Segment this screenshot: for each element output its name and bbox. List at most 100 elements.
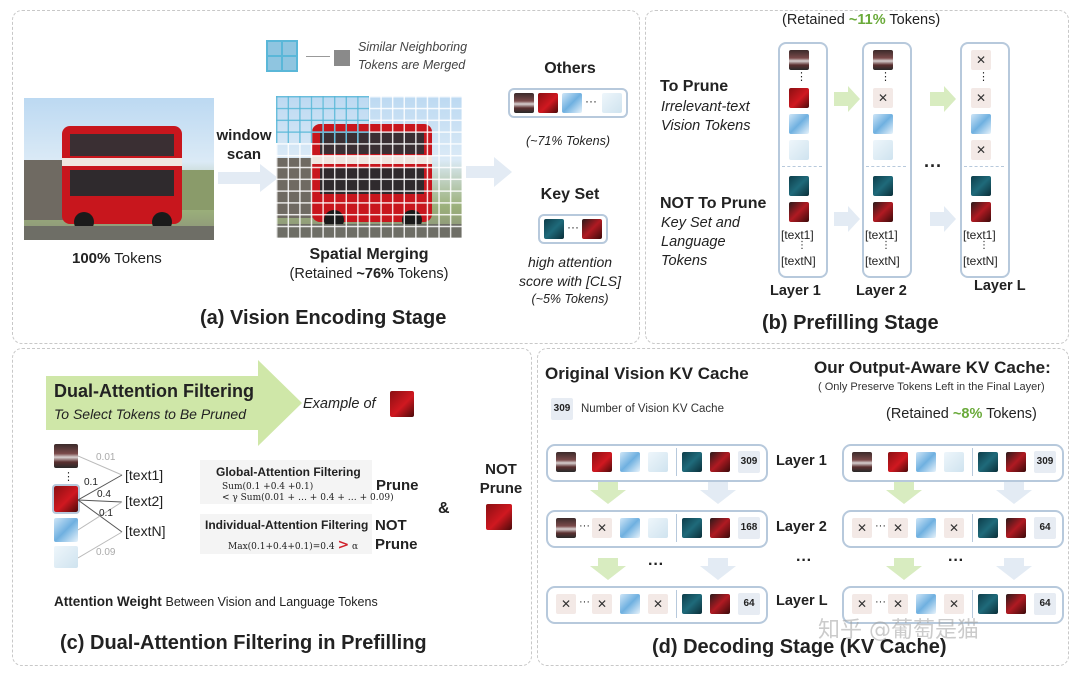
l1-divider xyxy=(782,166,822,167)
and-symbol: & xyxy=(438,500,450,517)
x-icon: ✕ xyxy=(975,143,987,157)
keyset-pct: (~5% Tokens) xyxy=(531,292,609,306)
d-token-pruned: ✕ xyxy=(852,518,872,538)
d-separator xyxy=(972,514,973,542)
d-token xyxy=(1006,518,1026,538)
x-icon: ✕ xyxy=(596,597,608,611)
l1-vdots: ⋮ xyxy=(796,71,807,83)
others-token-pale xyxy=(602,93,622,113)
panel-d-title: (d) Decoding Stage (KV Cache) xyxy=(652,636,947,658)
others-ellipsis: ··· xyxy=(585,94,597,108)
d-token xyxy=(944,452,964,472)
l2-token-sign2 xyxy=(873,202,893,222)
l1-token-sky xyxy=(789,114,809,134)
d-token-pruned: ✕ xyxy=(592,518,612,538)
d-orig-ellipsis: ··· xyxy=(648,556,664,573)
c-token-bus xyxy=(54,444,78,468)
x-icon: ✕ xyxy=(856,597,868,611)
d-ours-arrows-2 xyxy=(886,558,1032,580)
panel-d-frame xyxy=(537,348,1069,666)
merge-legend-grid-icon xyxy=(266,40,298,72)
d-layer1-label: Layer 1 xyxy=(776,453,827,469)
d-token xyxy=(710,518,730,538)
merge-legend-gray-icon xyxy=(334,50,350,66)
weight-01a: 0.1 xyxy=(84,477,98,488)
layer2-column xyxy=(862,42,912,278)
d-token xyxy=(682,594,702,614)
greater-than-sign: > xyxy=(337,537,350,553)
c-token-pale xyxy=(54,546,78,568)
retained-76-label: (Retained ~76% Tokens) xyxy=(276,266,462,282)
keyset-desc1: high attention xyxy=(527,254,613,270)
d-token xyxy=(978,594,998,614)
retained-76-pre: (Retained xyxy=(289,266,357,282)
d-dots: ··· xyxy=(875,520,886,532)
panel-d-retained-post: Tokens) xyxy=(982,406,1037,422)
d-token xyxy=(620,452,640,472)
panel-d-retained-value: ~8% xyxy=(952,406,983,422)
not-prune-desc2: Language xyxy=(661,234,726,250)
d-separator xyxy=(972,590,973,618)
tokens-100-pct: 100% xyxy=(72,250,111,267)
spatial-merging-title: Spatial Merging xyxy=(309,246,429,263)
x-icon: ✕ xyxy=(560,597,572,611)
lL-vdots: ⋮ xyxy=(978,71,989,83)
final-not-prune: NOT Prune xyxy=(479,461,523,497)
example-token xyxy=(390,391,414,417)
ours-kv-subtitle: ( Only Preserve Tokens Left in the Final… xyxy=(818,381,1045,393)
d-token-pruned: ✕ xyxy=(648,594,668,614)
panel-d-retained: (Retained ~8% Tokens) xyxy=(886,406,1037,422)
keyset-desc2: score with [CLS] xyxy=(519,273,621,289)
d-token xyxy=(978,518,998,538)
weight-009: 0.09 xyxy=(96,547,116,558)
global-filter-formula1: Sum(0.1 +0.4 +0.1) xyxy=(222,482,314,492)
x-icon: ✕ xyxy=(948,597,960,611)
tokens-100-text: Tokens xyxy=(114,250,162,267)
x-icon: ✕ xyxy=(948,521,960,535)
x-icon: ✕ xyxy=(892,521,904,535)
layerL-label: Layer L xyxy=(974,278,1026,294)
l2-textN: [textN] xyxy=(865,254,900,268)
split-arrow xyxy=(466,157,512,187)
l2-token-sign xyxy=(873,176,893,196)
dual-attention-banner-arrow xyxy=(46,360,302,446)
layer1-column xyxy=(778,42,828,278)
others-token-bus xyxy=(514,93,534,113)
x-icon: ✕ xyxy=(892,597,904,611)
panel-c-title: (c) Dual-Attention Filtering in Prefilli… xyxy=(60,632,427,654)
others-token-group: ··· xyxy=(508,88,628,118)
panel-d-retained-pre: (Retained xyxy=(886,406,953,422)
d-layer2-label: Layer 2 xyxy=(776,519,827,535)
b-arrow-1-top xyxy=(834,86,860,112)
c-text1: [text1] xyxy=(125,467,164,483)
d-token xyxy=(620,518,640,538)
b-arrow-2-top xyxy=(930,86,956,112)
d-token-pruned: ✕ xyxy=(556,594,576,614)
attention-weight-text: Between Vision and Language Tokens xyxy=(165,595,378,609)
panel-b-retained-pre: (Retained xyxy=(782,12,849,28)
lL-textN: [textN] xyxy=(963,254,998,268)
c-token-red xyxy=(52,484,80,514)
d-token-pruned: ✕ xyxy=(944,518,964,538)
ours-row1-count: 309 xyxy=(1034,451,1056,473)
ours-cache-row-2: ✕ ··· ✕ ✕ 64 xyxy=(842,510,1064,548)
d-token xyxy=(978,452,998,472)
d-separator xyxy=(676,448,677,476)
d-token-pruned: ✕ xyxy=(888,518,908,538)
d-ours-arrows-1 xyxy=(886,482,1032,504)
lL-token-pruned-1: ✕ xyxy=(971,50,991,70)
x-icon: ✕ xyxy=(877,91,889,105)
not-prune-desc1: Key Set and xyxy=(661,215,740,231)
to-prune-desc2: Vision Tokens xyxy=(661,118,751,134)
not-prune-title: NOT To Prune xyxy=(660,195,767,212)
weight-001: 0.01 xyxy=(96,452,116,463)
x-icon: ✕ xyxy=(975,53,987,67)
lL-token-sky xyxy=(971,114,991,134)
l1-text1: [text1] xyxy=(781,228,814,242)
global-filter-box xyxy=(200,460,372,504)
individual-not-prune-result: NOT Prune xyxy=(375,517,418,553)
l1-text-vdots: ⋮ xyxy=(797,240,807,251)
orig-row1-count: 309 xyxy=(738,451,760,473)
l1-token-sign2 xyxy=(789,202,809,222)
d-separator xyxy=(676,590,677,618)
